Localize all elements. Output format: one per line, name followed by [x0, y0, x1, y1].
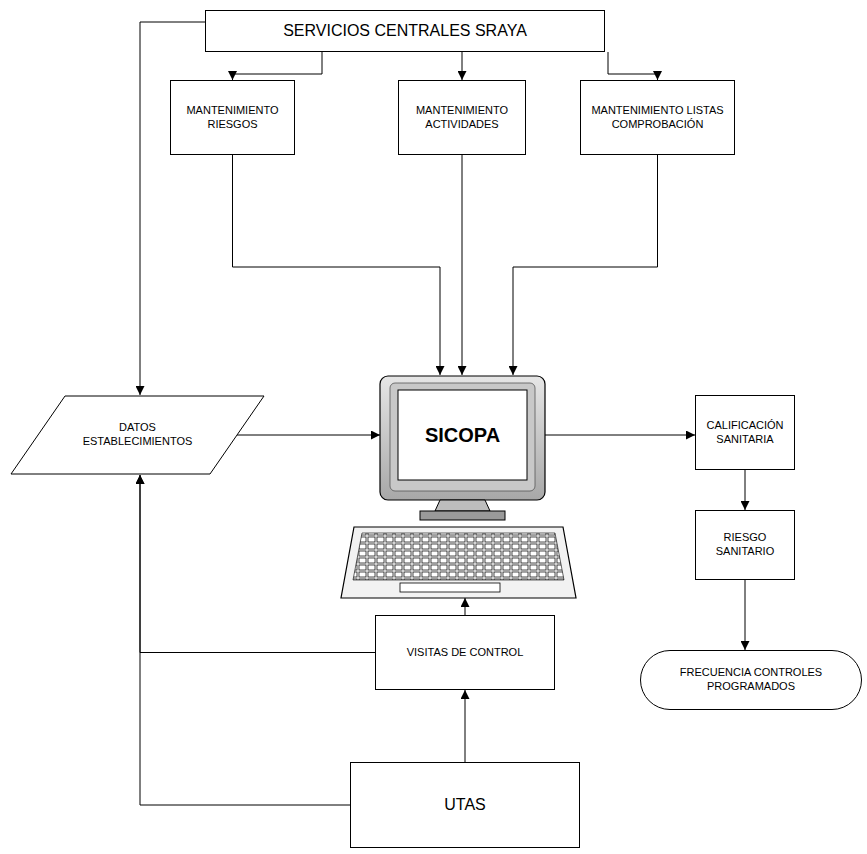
system-name: SICOPA — [398, 390, 527, 480]
keyboard-keys — [353, 533, 564, 580]
node-label: MANTENIMIENTO ACTIVIDADES — [405, 104, 519, 132]
node-label: DATOS ESTABLECIMIENTOS — [68, 421, 207, 449]
source-box: SERVICIOS CENTRALES SRAYA — [205, 10, 605, 52]
flow-arrow — [745, 580, 746, 650]
monitor-bezel — [390, 383, 535, 491]
process-box: MANTENIMIENTO ACTIVIDADES — [398, 80, 526, 155]
process-box: RIESGO SANITARIO — [695, 510, 795, 580]
flow-arrow — [140, 475, 375, 653]
flow-arrow — [237, 435, 380, 436]
process-box: VISITAS DE CONTROL — [375, 615, 555, 690]
process-box: MANTENIMIENTO RIESGOS — [170, 80, 295, 155]
process-box: MANTENIMIENTO LISTAS COMPROBACIÓN — [580, 80, 735, 155]
flow-arrow — [513, 155, 658, 375]
monitor-base — [420, 511, 505, 520]
node-label: SERVICIOS CENTRALES SRAYA — [283, 21, 527, 41]
flow-arrow — [608, 52, 658, 80]
flow-arrow — [140, 22, 205, 395]
computer-illustration — [340, 375, 577, 600]
node-label: FRECUENCIA CONTROLES PROGRAMADOS — [665, 666, 837, 694]
data-parallelogram: DATOS ESTABLECIMIENTOS — [10, 395, 265, 475]
flow-arrow — [462, 52, 463, 80]
flow-arrow — [745, 470, 746, 510]
process-box: CALIFICACIÓN SANITARIA — [695, 395, 795, 470]
terminator-shape: FRECUENCIA CONTROLES PROGRAMADOS — [640, 650, 862, 710]
flow-arrow — [462, 155, 463, 375]
computer-system: SICOPA — [340, 375, 577, 600]
node-label: VISITAS DE CONTROL — [407, 646, 524, 660]
monitor-neck — [435, 500, 490, 511]
flow-arrow — [545, 435, 695, 436]
node-label: UTAS — [444, 795, 485, 815]
flow-arrow — [465, 690, 466, 762]
source-box: UTAS — [350, 762, 580, 848]
node-label: MANTENIMIENTO LISTAS COMPROBACIÓN — [587, 104, 728, 132]
flow-arrow — [233, 155, 441, 375]
flow-arrow — [465, 598, 466, 615]
keyboard-body — [341, 527, 576, 598]
node-label: RIESGO SANITARIO — [702, 531, 788, 559]
monitor-screen — [398, 390, 527, 480]
node-label: MANTENIMIENTO RIESGOS — [177, 104, 288, 132]
flow-arrow — [140, 475, 350, 805]
node-label: CALIFICACIÓN SANITARIA — [702, 419, 788, 447]
flow-arrow — [233, 52, 323, 80]
keyboard-spacebar — [400, 583, 500, 592]
monitor-case — [380, 376, 545, 500]
